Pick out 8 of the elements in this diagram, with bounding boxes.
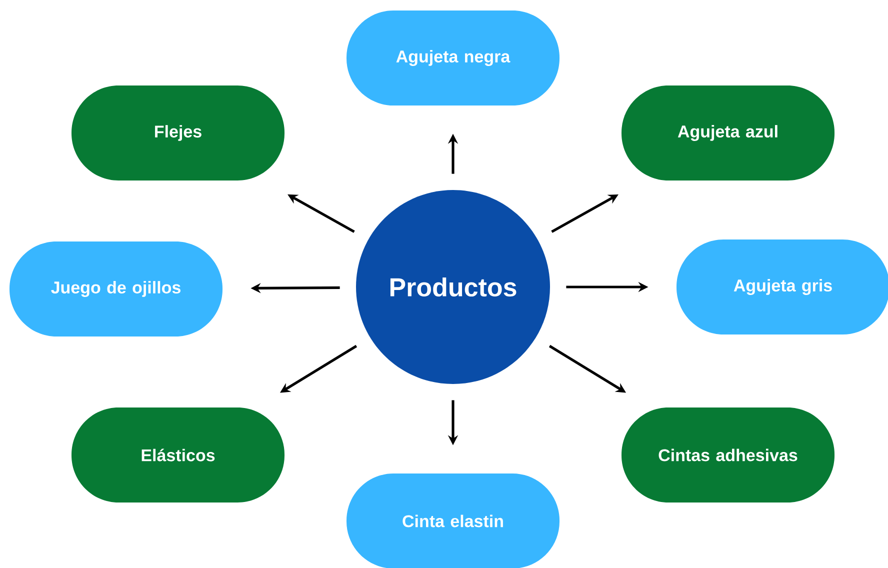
rounded-box: Cinta elastin [346,474,560,568]
rounded-box: Cintas adhesivas [622,408,834,502]
rounded-box: Agujeta negra [346,10,560,106]
rounded-box: Elásticos [72,408,284,502]
rounded-box: Flejes [72,86,284,180]
rounded-box: Agujeta gris [676,240,888,334]
rounded-box: Agujeta azul [622,86,834,180]
rounded-box: Juego de ojillos [10,242,222,336]
